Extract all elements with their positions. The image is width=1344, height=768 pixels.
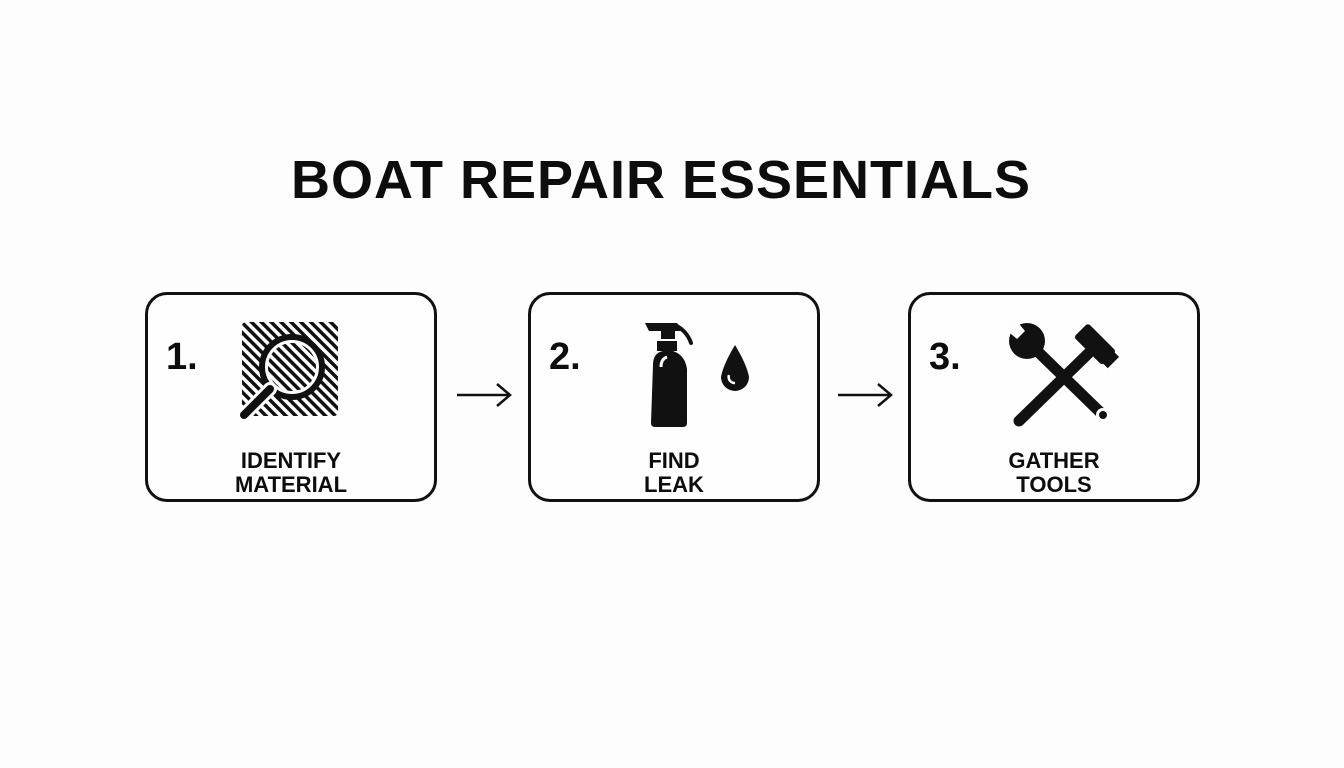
arrow-right-icon: [457, 383, 512, 407]
step-number: 3.: [929, 336, 961, 378]
spray-bottle-and-droplet-icon: [645, 323, 749, 427]
step-label-line1: FIND: [648, 448, 700, 473]
step-number: 1.: [166, 336, 198, 378]
step-box-find-leak: 2. FIND LEAK: [528, 292, 820, 502]
step-box-identify-material: 1. IDENTIFY MATERIAL: [145, 292, 437, 502]
arrow-right-icon: [838, 383, 893, 407]
step-label-line1: GATHER: [1008, 448, 1100, 473]
step-number: 2.: [549, 336, 581, 378]
step-label-line2: MATERIAL: [234, 472, 348, 497]
step-label-line2: TOOLS: [1016, 472, 1092, 497]
step-box-gather-tools: 3. GATHER TOOLS: [908, 292, 1200, 502]
step-label-line1: IDENTIFY: [240, 448, 342, 473]
diagram-title: BOAT REPAIR ESSENTIALS: [290, 150, 1032, 210]
wrench-and-hammer-icon: [1005, 319, 1120, 427]
step-label-line2: LEAK: [644, 472, 704, 497]
magnifying-glass-icon: [237, 322, 338, 422]
